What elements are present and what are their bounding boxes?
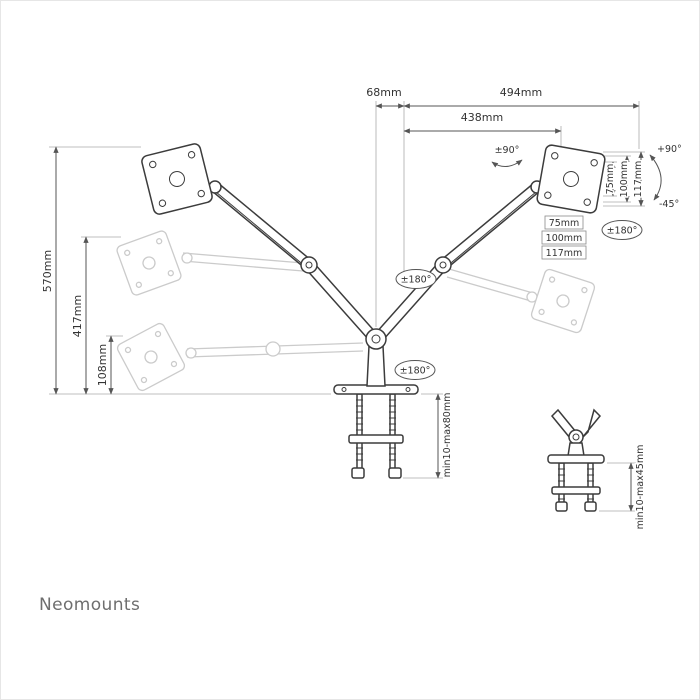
ghost-positions: [116, 230, 596, 392]
angle-label-swivel-arm: ±180°: [401, 275, 432, 286]
dim-label-vesa-v-75: 75mm: [605, 164, 616, 195]
angle-label-tilt-down: -45°: [659, 199, 679, 210]
dim-label-vesa-h-117: 117mm: [546, 248, 583, 259]
dim-label-vesa-v-100: 100mm: [619, 161, 630, 198]
dim-height-570: 570mm: [41, 146, 59, 395]
ghost-vesa-right: [530, 268, 596, 334]
dim-label-68: 68mm: [366, 86, 401, 99]
clamp-detail-view: [547, 408, 605, 512]
dim-label-clamp-detail: min10-max45mm: [635, 445, 646, 530]
angle-swivel-base: ±180°: [394, 360, 436, 380]
dim-label-vesa-v-117: 117mm: [633, 161, 644, 198]
dim-clamp-detail: min10-max45mm: [628, 443, 648, 531]
dim-height-108: 108mm: [96, 335, 114, 395]
dim-vesa-horizontal: 75mm 100mm 117mm: [541, 215, 587, 260]
angle-tilt: +90° -45°: [649, 143, 683, 212]
angle-rotate-vesa: ±180°: [601, 220, 643, 240]
dim-height-417: 417mm: [71, 236, 89, 395]
dim-label-108: 108mm: [96, 344, 109, 386]
ghost-vesa-lower-left: [116, 322, 186, 392]
angle-swivel-head: ±90°: [491, 144, 523, 168]
angle-label-swivel-base: ±180°: [400, 366, 431, 377]
dim-offset-68: 68mm: [366, 86, 405, 109]
dim-label-438: 438mm: [461, 111, 503, 124]
angle-label-swivel-head: ±90°: [495, 145, 520, 156]
dim-clamp-main: min10-max80mm: [435, 391, 455, 479]
dim-label-417: 417mm: [71, 295, 84, 337]
ghost-vesa-upper-left: [116, 230, 182, 296]
clamp-knob-right: [388, 467, 402, 479]
dim-label-570: 570mm: [41, 250, 54, 292]
dim-label-vesa-h-100: 100mm: [546, 233, 583, 244]
vesa-plate-right: [536, 144, 606, 214]
desk-clamp: [333, 345, 419, 479]
clamp-jaw: [348, 434, 404, 444]
vesa-plate-left: [141, 143, 213, 215]
monitor-arm-left: [141, 143, 379, 342]
angle-label-rotate-vesa: ±180°: [607, 226, 638, 237]
dim-reach-438: 438mm: [403, 111, 562, 134]
dim-reach-494: 494mm: [403, 86, 640, 109]
dim-label-494: 494mm: [500, 86, 542, 99]
angle-swivel-arm: ±180°: [395, 269, 437, 289]
dim-label-vesa-h-75: 75mm: [549, 218, 580, 229]
dim-label-clamp-main: min10-max80mm: [442, 393, 453, 478]
brand-logo-text: Neomounts: [39, 595, 141, 615]
angle-label-tilt-up: +90°: [657, 144, 682, 155]
clamp-knob-left: [351, 467, 365, 479]
dim-vesa-vertical: 75mm 100mm 117mm: [604, 151, 646, 207]
pole: [366, 345, 386, 387]
